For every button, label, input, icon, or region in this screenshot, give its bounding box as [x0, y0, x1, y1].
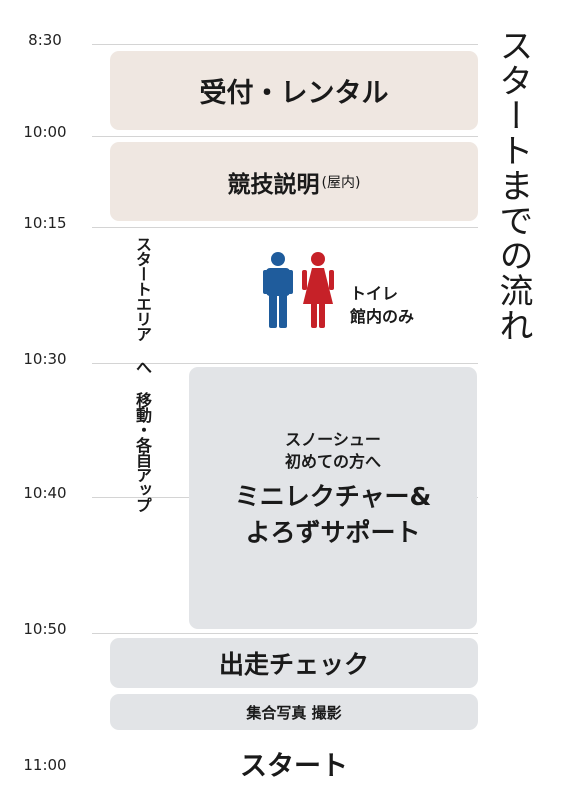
- start-check-block: 出走チェック: [110, 638, 478, 688]
- timeline-line-1015: [92, 227, 478, 228]
- side-title: スタートまでの流れ: [493, 28, 533, 343]
- reception-block: 受付・レンタル: [110, 51, 478, 130]
- group-photo-block: 集合写真 撮影: [110, 694, 478, 730]
- toilet-note: 館内のみ: [350, 307, 415, 326]
- time-label-1000: 10:00: [23, 123, 67, 141]
- start-label: スタート: [240, 751, 348, 782]
- toilet-female-icon: [302, 252, 334, 328]
- start-check-label: 出走チェック: [218, 650, 369, 679]
- time-label-0830: 8:30: [28, 31, 62, 49]
- lecture-intro-line1: スノーシュー: [285, 430, 381, 449]
- timeline-line-1000: [92, 136, 478, 137]
- time-label-1030: 10:30: [23, 350, 67, 368]
- lecture-title-line2: よろずサポート: [245, 518, 421, 547]
- toilet-label: トイレ: [350, 284, 399, 303]
- timeline-line-1030: [92, 363, 478, 364]
- time-label-1050: 10:50: [23, 620, 67, 638]
- lecture-block: スノーシュー 初めての方へ ミニレクチャー& よろずサポート: [189, 367, 477, 629]
- lecture-title-line1: ミニレクチャー&: [234, 482, 432, 511]
- briefing-label: 競技説明: [227, 171, 320, 198]
- briefing-block: 競技説明 (屋内): [110, 142, 478, 221]
- move-area-label: スタートエリア へ 移動・各自アップ: [133, 236, 152, 512]
- reception-label: 受付・レンタル: [199, 78, 389, 109]
- time-label-1100: 11:00: [23, 756, 67, 774]
- time-label-1040: 10:40: [23, 484, 67, 502]
- lecture-intro-line2: 初めての方へ: [284, 452, 381, 471]
- group-photo-label: 集合写真 撮影: [246, 703, 342, 722]
- timeline-line-0830: [92, 44, 478, 45]
- time-label-1015: 10:15: [23, 214, 67, 232]
- toilet-male-icon: [263, 252, 293, 328]
- timeline-line-1050: [92, 633, 478, 634]
- briefing-sub-label: (屋内): [321, 174, 361, 191]
